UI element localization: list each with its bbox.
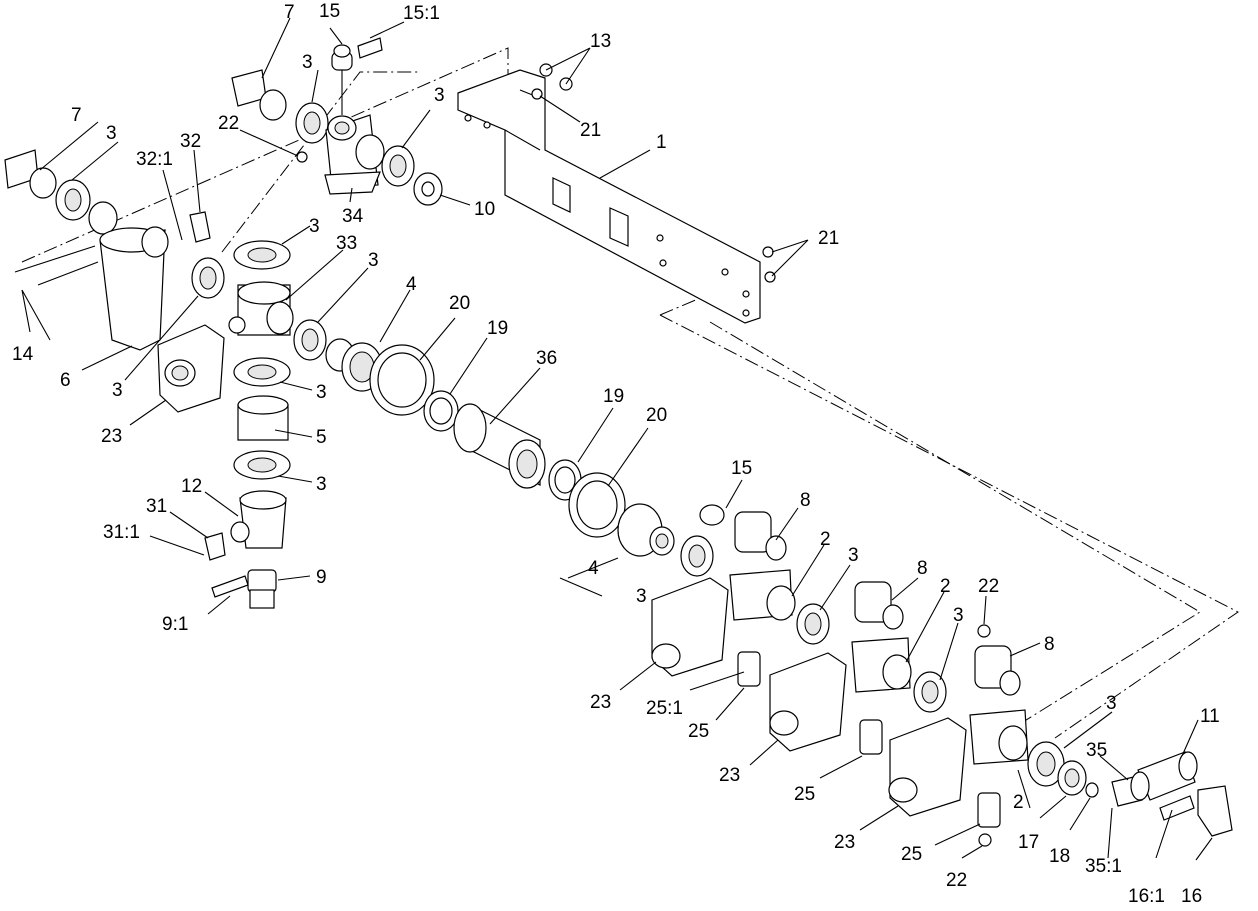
callout-8: 8 xyxy=(1044,634,1055,655)
callout-35: 35 xyxy=(1086,740,1107,761)
callout-32-1: 32:1 xyxy=(136,149,173,170)
callout-3: 3 xyxy=(106,123,117,144)
callout-3: 3 xyxy=(434,85,445,106)
callout-23: 23 xyxy=(101,426,122,447)
callout-15: 15 xyxy=(319,1,340,22)
callout-3: 3 xyxy=(636,586,647,607)
callout-17: 17 xyxy=(1018,832,1039,853)
callout-19: 19 xyxy=(487,318,508,339)
callout-34: 34 xyxy=(342,206,364,227)
callout-22: 22 xyxy=(218,113,239,134)
callout-7: 7 xyxy=(71,105,82,126)
callout-14: 14 xyxy=(12,344,34,365)
callout-2: 2 xyxy=(940,576,951,597)
callout-8: 8 xyxy=(917,558,928,579)
callout-31-1: 31:1 xyxy=(103,522,140,543)
callout-36: 36 xyxy=(536,348,557,369)
callout-3: 3 xyxy=(302,52,313,73)
callout-9-1: 9:1 xyxy=(162,614,188,635)
callout-23: 23 xyxy=(590,692,611,713)
leader-lines xyxy=(21,17,1213,861)
callout-4: 4 xyxy=(406,274,417,295)
callout-22: 22 xyxy=(946,870,967,891)
callout-1: 1 xyxy=(656,132,667,153)
callout-12: 12 xyxy=(181,476,202,497)
callout-25: 25 xyxy=(901,844,922,865)
callout-23: 23 xyxy=(834,832,855,853)
mounting-bracket xyxy=(457,69,761,324)
callout-4: 4 xyxy=(588,558,599,579)
callout-5: 5 xyxy=(316,427,327,448)
callout-33: 33 xyxy=(336,233,357,254)
callout-3: 3 xyxy=(309,216,320,237)
callout-35-1: 35:1 xyxy=(1085,856,1122,877)
callout-9: 9 xyxy=(316,567,327,588)
section-valves xyxy=(680,504,1065,828)
callout-13: 13 xyxy=(590,31,611,52)
vertical-stack xyxy=(204,240,294,609)
callout-22: 22 xyxy=(978,576,999,597)
callout-23: 23 xyxy=(719,765,740,786)
callout-11: 11 xyxy=(1200,706,1220,727)
hardware-nuts xyxy=(296,63,992,847)
callout-19: 19 xyxy=(603,386,624,407)
callout-16-1: 16:1 xyxy=(1128,886,1165,907)
callout-2: 2 xyxy=(820,529,831,550)
callout-21: 21 xyxy=(818,228,839,249)
callout-3: 3 xyxy=(848,545,859,566)
callout-10: 10 xyxy=(474,199,495,220)
callout-32: 32 xyxy=(180,131,201,152)
actuator-left xyxy=(157,324,225,413)
callout-21: 21 xyxy=(580,120,601,141)
actuators-right xyxy=(651,577,967,817)
callout-3: 3 xyxy=(112,380,123,401)
top-valve-cluster xyxy=(231,37,443,206)
callout-31: 31 xyxy=(146,496,167,517)
callout-15-1: 15:1 xyxy=(403,3,440,24)
callout-7: 7 xyxy=(284,2,295,23)
tank-connection xyxy=(293,319,675,557)
callout-6: 6 xyxy=(60,370,71,391)
callout-16: 16 xyxy=(1181,886,1202,907)
filter-assembly xyxy=(4,149,225,351)
callout-2: 2 xyxy=(1013,792,1024,813)
callout-3: 3 xyxy=(1106,693,1117,714)
callout-20: 20 xyxy=(449,293,470,314)
callout-3: 3 xyxy=(953,605,964,626)
end-fittings xyxy=(1057,751,1233,837)
callout-8: 8 xyxy=(800,490,811,511)
callout-25: 25 xyxy=(794,784,815,805)
callout-18: 18 xyxy=(1049,846,1070,867)
callout-20: 20 xyxy=(646,405,667,426)
callout-labels: 1 2 2 2 3 3 3 3 3 3 3 3 3 3 3 3 4 4 5 6 … xyxy=(12,1,1220,907)
callout-3: 3 xyxy=(368,250,379,271)
callout-3: 3 xyxy=(316,382,327,403)
callout-25: 25 xyxy=(688,721,709,742)
callout-3: 3 xyxy=(316,474,327,495)
callout-25-1: 25:1 xyxy=(646,698,683,719)
callout-15: 15 xyxy=(731,458,752,479)
